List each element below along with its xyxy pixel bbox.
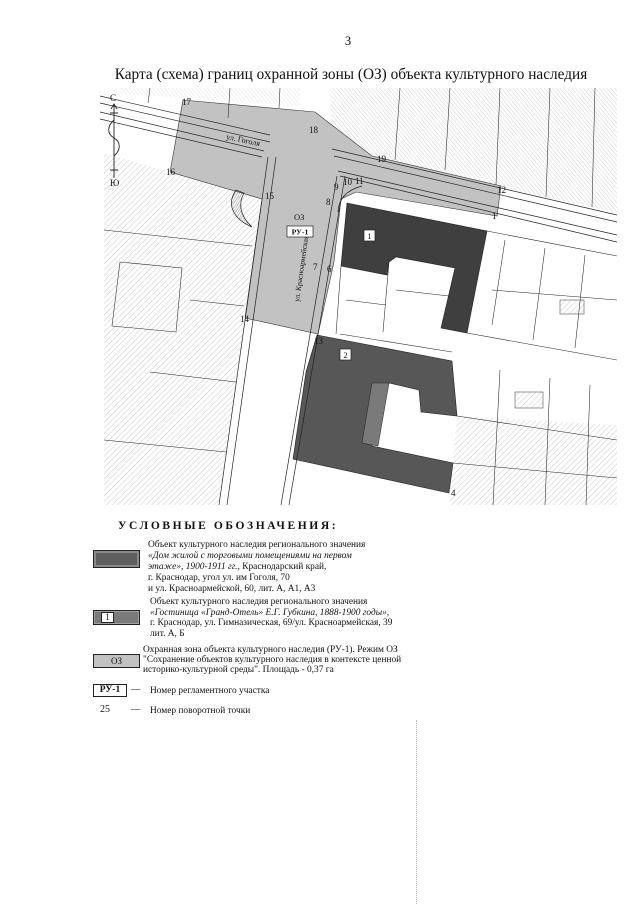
map-canvas: С Ю ул. Гоголя ул. Красноармейская ОЗ РУ… [100, 88, 617, 505]
corner-arc [337, 185, 363, 213]
cadastral-lines [103, 88, 617, 505]
legend-line: историко-культурной среды". Площадь - 0,… [143, 665, 334, 676]
legend-line-part: Краснодарский край, [242, 562, 327, 572]
compass-arrow-icon [108, 103, 120, 178]
turning-point-label: 6 [327, 264, 332, 274]
turning-point-label: 12 [497, 185, 506, 195]
page-number: 3 [344, 34, 352, 48]
turning-point-label: 15 [265, 191, 275, 201]
legend-dash: — [131, 705, 141, 715]
zone-label: ОЗ [294, 212, 304, 222]
hatched-strip-northwest [120, 88, 300, 106]
street-krasnoarmeyskaya-lines [218, 156, 346, 505]
plot-label-box [286, 225, 314, 238]
legend-line: "Сохранение объектов культурного наследи… [143, 655, 402, 666]
turning-point-label: 14 [240, 314, 250, 324]
object-2-label-box [339, 348, 352, 361]
legend-line: «Дом жилой с торговыми помещениями на пе… [148, 551, 352, 561]
turning-point-label: 19 [377, 154, 387, 164]
legend-text-heritage-hotel: Объект культурного наследия региональног… [150, 597, 392, 639]
legend-line: г. Краснодар, угол ул. им Гоголя, 70 [148, 573, 290, 583]
legend-swatch-turning-point: 25 [100, 704, 110, 715]
legend-swatch-heritage-house [93, 550, 140, 568]
hatched-block-northeast [330, 88, 617, 213]
legend-swatch-heritage-hotel: 1 [93, 610, 140, 625]
legend-line: и ул. Красноармейской, 60, лит. А, А1, А… [148, 584, 316, 594]
legend-text-protection-zone: Охранная зона объекта культурного наслед… [143, 645, 401, 676]
legend-swatch-number: 1 [101, 612, 114, 623]
object-2-label: 2 [343, 350, 347, 360]
page-title: Карта (схема) границ охранной зоны (ОЗ) … [114, 66, 588, 83]
legend-line: лит. А, Б [150, 628, 185, 639]
legend-text-turning-point: Номер поворотной точки [150, 706, 251, 716]
legend-line-part: этаже», 1900-1911 гг., [148, 562, 240, 572]
heritage-object-2-wing [361, 382, 390, 447]
legend-swatch-plot-number: РУ-1 [93, 684, 127, 697]
legend-title: УСЛОВНЫЕ ОБОЗНАЧЕНИЯ: [118, 520, 339, 532]
turning-point-label: 9 [334, 182, 339, 192]
turning-point-label: 8 [326, 197, 331, 207]
hatched-block-southeast [449, 416, 617, 505]
compass-south-label: Ю [110, 178, 119, 188]
object-1-label-box [363, 229, 376, 242]
turning-point-label: 18 [309, 125, 319, 135]
turning-point-label: 13 [314, 336, 324, 346]
legend-swatch-protection-zone: ОЗ [93, 654, 140, 668]
legend-line: Объект культурного наследия региональног… [148, 540, 366, 550]
turning-point-label: 17 [182, 97, 192, 107]
legend-line: Объект культурного наследия региональног… [150, 597, 368, 607]
object-1-label: 1 [367, 231, 371, 241]
crescent-structure [231, 189, 253, 228]
scan-fold-line [416, 720, 417, 904]
turning-point-label: 11 [355, 176, 364, 186]
compass-north-label: С [110, 93, 116, 103]
legend-line: «Гостиница «Гранд-Отель» Е.Г. Губкина, 1… [150, 607, 390, 618]
street-gogolya-lines [100, 95, 617, 243]
compass: С Ю [108, 93, 120, 188]
turning-point-label: 1 [492, 211, 497, 221]
turning-point-label: 16 [166, 167, 176, 177]
turning-point-label: 4 [451, 488, 456, 498]
hatched-block-west [104, 153, 262, 505]
legend-line: г. Краснодар, ул. Гимназическая, 69/ул. … [150, 618, 393, 628]
legend-line: этаже», 1900-1911 гг., Краснодарский кра… [148, 562, 365, 573]
legend-line: Охранная зона объекта культурного наслед… [143, 645, 398, 655]
plot-label: РУ-1 [292, 228, 309, 237]
zone-map: С Ю ул. Гоголя ул. Красноармейская ОЗ РУ… [100, 88, 617, 505]
hatched-lot [514, 391, 544, 409]
turning-point-label: 7 [313, 262, 318, 272]
legend-dash: — [131, 685, 141, 695]
heritage-object-1-building [340, 202, 488, 334]
legend-text-heritage-house: Объект культурного наследия региональног… [148, 540, 365, 595]
legend-text-plot-number: Номер регламентного участка [150, 686, 270, 696]
hatched-lot [559, 299, 585, 315]
turning-point-label: 10 [343, 177, 353, 187]
